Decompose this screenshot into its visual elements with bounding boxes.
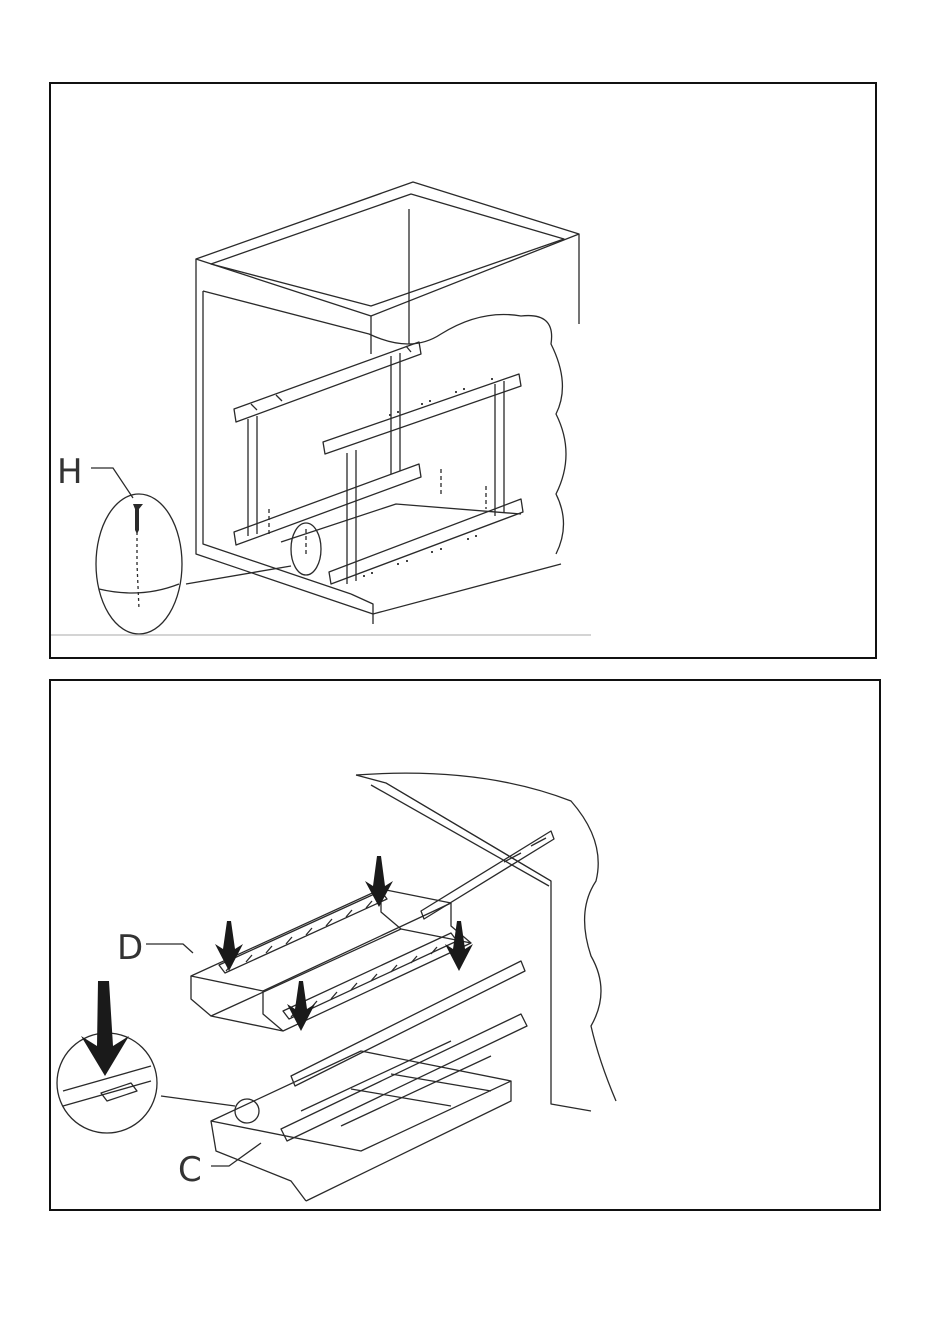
screw-icon: [133, 504, 143, 534]
callout-h: H: [57, 452, 83, 492]
step-1-panel: H: [49, 82, 877, 659]
callout-d: D: [117, 928, 143, 968]
step-2-panel: D C: [49, 679, 881, 1211]
callout-c: C: [178, 1150, 202, 1190]
cabinet-frame-illustration: H: [51, 84, 879, 661]
basket-mounting-illustration: D C: [51, 681, 883, 1213]
